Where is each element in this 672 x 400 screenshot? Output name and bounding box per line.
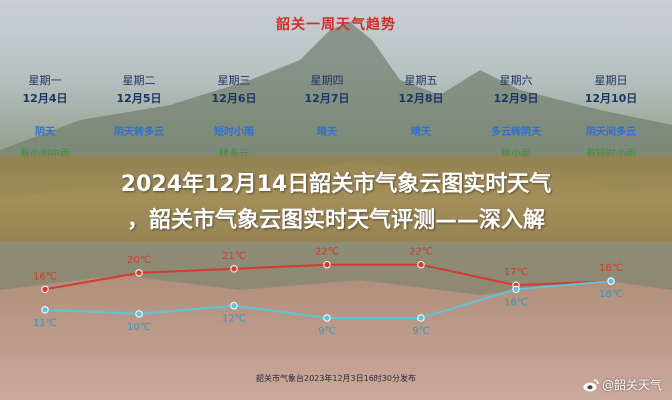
low-temp-label: 16℃ [504,297,528,308]
low-temp-point [41,306,49,314]
day-weather: 阴天间多云 [586,127,636,138]
high-temp-point [323,261,331,269]
low-temp-label: 9℃ [318,326,336,337]
high-temp-point [230,265,238,273]
high-temp-point [41,285,49,293]
forecast-title: 韶关一周天气趋势 [276,17,396,33]
high-temp-label: 16℃ [33,271,57,282]
day-date: 12月8日 [398,92,444,105]
day-weather-detail: 有短时小雨 [586,149,636,160]
low-temp-label: 18℃ [599,289,623,300]
low-temp-point [135,310,143,318]
high-temp-label: 17℃ [504,267,528,278]
high-temp-label: 21℃ [222,251,246,262]
day-column: 星期一 12月4日 阴天 有小到中雨 [10,74,80,161]
day-column: 星期六 12月9日 多云转阴天 转小雨 [481,74,551,161]
day-date: 12月4日 [22,92,68,105]
high-temp-point [417,261,425,269]
headline-band [0,156,672,242]
low-temp-label: 9℃ [412,326,430,337]
day-weekday: 星期日 [594,74,628,87]
low-temp-label: 11℃ [33,318,57,329]
day-column: 星期四 12月7日 晴天 [292,74,362,149]
day-weather-detail: 转小雨 [501,149,531,160]
day-weekday: 星期二 [122,74,156,87]
day-weather: 多云转阴天 [491,127,541,138]
day-date: 12月9日 [493,92,539,105]
day-weather: 短时小雨 [214,127,254,138]
day-weekday: 星期一 [28,74,62,87]
day-date: 12月6日 [211,92,257,105]
high-temp-label: 22℃ [315,247,339,258]
high-temp-label: 22℃ [409,247,433,258]
day-weekday: 星期四 [310,74,344,87]
watermark: @韶关天气 [583,376,662,393]
day-weekday: 星期五 [404,74,438,87]
low-temp-point [323,314,331,322]
day-weather: 阴天转多云 [114,127,164,138]
day-weather-detail: 转多云 [219,149,249,160]
day-column: 星期二 12月5日 阴天转多云 [104,74,174,149]
low-temp-point [417,314,425,322]
day-date: 12月7日 [304,92,350,105]
article-headline: 2024年12月14日韶关市气象云图实时天气 ，韶关市气象云图实时天气评测——深… [0,167,672,239]
headline-line-1: 2024年12月14日韶关市气象云图实时天气 [120,172,552,197]
day-date: 12月5日 [116,92,162,105]
day-date: 12月10日 [584,92,638,105]
low-temp-point [607,277,615,285]
high-temp-label: 20℃ [127,255,151,266]
low-temp-point [512,285,520,293]
day-weather: 晴天 [317,127,337,138]
temperature-chart: 16℃ 20℃ 21℃ 22℃ 22℃ 17℃ 18℃ 11℃ 10℃ 12℃ 9℃ 9℃ 16℃ 18℃ [33,247,623,337]
high-temp-label: 18℃ [599,263,623,274]
day-column: 星期日 12月10日 阴天间多云 有短时小雨 [576,74,646,161]
low-temp-point [230,302,238,310]
day-weather-detail: 有小到中雨 [20,149,70,160]
high-temp-point [135,269,143,277]
watermark-text: @韶关天气 [601,378,662,392]
day-column: 星期五 12月8日 晴天 [386,74,456,149]
low-temp-label: 10℃ [127,322,151,333]
day-weekday: 星期三 [217,74,251,87]
day-weather: 晴天 [411,127,431,138]
day-column: 星期三 12月6日 短时小雨 转多云 [199,74,269,161]
source-note: 韶关市气象台2023年12月3日16时30分发布 [256,374,416,383]
headline-line-2: ，韶关市气象云图实时天气评测——深入解 [126,208,545,233]
day-weather: 阴天 [35,127,55,138]
low-temp-label: 12℃ [222,314,246,325]
weibo-icon [583,378,599,391]
day-weekday: 星期六 [499,74,533,87]
